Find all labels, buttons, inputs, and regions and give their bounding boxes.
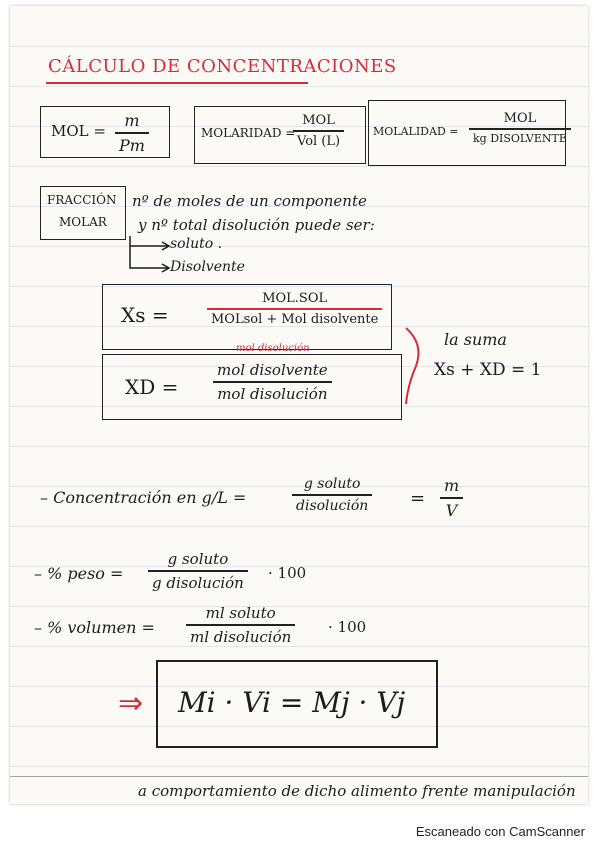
mol-label: MOL = — [51, 122, 106, 140]
conc-gl-fraction: g soluto disolución — [292, 476, 373, 514]
page-title: CÁLCULO DE CONCENTRACIONES — [48, 56, 397, 77]
bottom-text: a comportamiento de dicho alimento frent… — [138, 782, 576, 800]
peso-fraction: g soluto g disolución — [148, 550, 248, 592]
xs-note: mol disolución — [236, 343, 310, 354]
fraccion-description-line2: y nº total disolución puede ser: — [138, 216, 375, 234]
title-underline — [46, 82, 308, 84]
molaridad-fraction: MOL Vol (L) — [293, 113, 345, 149]
peso-label: – % peso = — [34, 564, 124, 583]
peso-denominator: g disolución — [152, 573, 244, 592]
branch-soluto: soluto . — [170, 236, 223, 252]
xd-numerator: mol disolvente — [217, 361, 328, 379]
molaridad-denominator: Vol (L) — [297, 133, 341, 149]
molalidad-numerator: MOL — [503, 111, 537, 126]
fraccion-label-line2: MOLAR — [59, 215, 107, 229]
peso-factor: · 100 — [268, 564, 307, 582]
dilucion-formula-box: Mi · Vi = Mj · Vj — [156, 660, 438, 748]
xd-fraction: mol disolvente mol disolución — [213, 361, 332, 403]
suma-line1: la suma — [444, 330, 507, 349]
molalidad-fraction: MOL kg DISOLVENTE — [469, 111, 571, 145]
mol-denominator: Pm — [119, 135, 145, 155]
dilucion-formula: Mi · Vi = Mj · Vj — [178, 686, 406, 719]
fraccion-molar-box: FRACCIÓN MOLAR — [40, 186, 126, 240]
conc-gl-numerator: g soluto — [303, 476, 361, 492]
molaridad-formula-box: MOLARIDAD = MOL Vol (L) — [194, 106, 366, 164]
xd-label: XD = — [125, 375, 179, 399]
xs-fraction: MOL.SOL MOLsol + Mol disolvente — [207, 291, 383, 327]
xs-denominator: MOLsol + Mol disolvente — [211, 311, 379, 327]
xs-label: Xs = — [121, 303, 169, 327]
molaridad-numerator: MOL — [302, 113, 335, 128]
volumen-factor: · 100 — [328, 618, 367, 636]
branch-disolvente: Disolvente — [170, 259, 245, 275]
xd-denominator: mol disolución — [217, 384, 328, 403]
molalidad-formula-box: MOLALIDAD = MOL kg DISOLVENTE — [368, 100, 571, 166]
molaridad-label: MOLARIDAD = — [201, 126, 296, 140]
peso-numerator: g soluto — [167, 550, 229, 568]
branch-arrows — [129, 236, 171, 273]
camscanner-footer: Escaneado con CamScanner — [415, 824, 585, 839]
red-brace — [405, 327, 420, 405]
conc-gl-equals: = — [410, 488, 426, 509]
fraccion-description-line1: nº de moles de un componente — [132, 192, 367, 210]
conc-gl-fraction2: m V — [440, 476, 464, 520]
volumen-label: – % volumen = — [34, 618, 155, 637]
conc-gl-numerator2: m — [444, 476, 460, 495]
volumen-numerator: ml soluto — [205, 604, 276, 622]
mol-fraction: m Pm — [115, 111, 149, 155]
conc-gl-denominator: disolución — [296, 497, 369, 514]
xd-formula-box: XD = mol disolvente mol disolución — [102, 354, 402, 420]
suma-line2: Xs + XD = 1 — [434, 360, 542, 380]
volumen-fraction: ml soluto ml disolución — [186, 604, 296, 646]
volumen-denominator: ml disolución — [190, 627, 292, 646]
molalidad-denominator: kg DISOLVENTE — [473, 131, 567, 145]
mol-numerator: m — [124, 111, 140, 130]
conc-gl-denominator2: V — [445, 500, 458, 520]
conc-gl-label: – Concentración en g/L = — [40, 488, 247, 507]
xs-numerator: MOL.SOL — [262, 291, 328, 306]
molalidad-label: MOLALIDAD = — [373, 125, 459, 138]
dilucion-arrow: ⇒ — [118, 686, 144, 721]
notebook-page: CÁLCULO DE CONCENTRACIONES MOL = m Pm MO… — [10, 6, 588, 804]
xs-formula-box: Xs = MOL.SOL MOLsol + Mol disolvente — [102, 284, 392, 350]
mol-formula-box: MOL = m Pm — [40, 106, 170, 158]
fraccion-label-line1: FRACCIÓN — [47, 193, 117, 207]
bottom-rule — [10, 776, 588, 777]
